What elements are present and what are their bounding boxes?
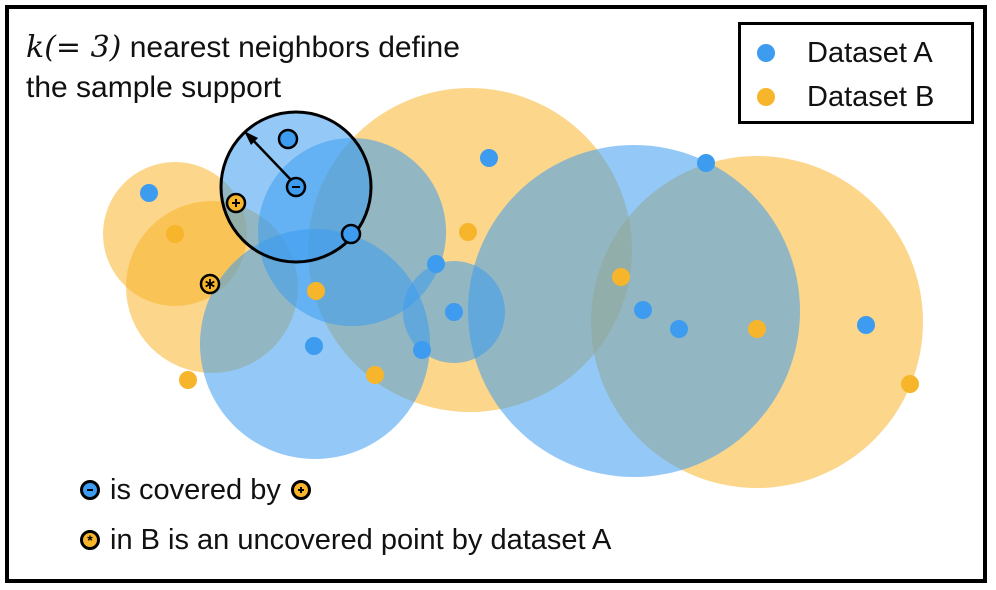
point-a <box>305 337 323 355</box>
point-a <box>140 184 158 202</box>
point-b <box>307 282 325 300</box>
point-a <box>697 154 715 172</box>
neighbor-point-a <box>340 223 362 245</box>
minus-marker-icon <box>80 480 100 500</box>
legend-item-dataset-b: Dataset B <box>741 77 971 117</box>
legend: Dataset A Dataset B <box>738 22 974 124</box>
point-b <box>366 366 384 384</box>
figure-frame <box>5 5 987 583</box>
point-a <box>445 303 463 321</box>
radius-arrowhead <box>244 131 258 145</box>
point-b <box>612 268 630 286</box>
plus-marker-icon <box>290 480 311 500</box>
point-a <box>427 255 445 273</box>
point-b <box>901 375 919 393</box>
point-a <box>634 301 652 319</box>
point-a <box>670 320 688 338</box>
support-circle-a <box>468 145 800 477</box>
title-math-k: k <box>26 30 45 65</box>
star-marker-icon: * <box>80 530 100 550</box>
point-b <box>748 320 766 338</box>
legend-item-dataset-a: Dataset A <box>741 33 971 73</box>
covering-point-b <box>225 192 247 214</box>
point-a <box>857 316 875 334</box>
legend-label-b: Dataset B <box>807 81 935 113</box>
title-line-1-text: nearest neighbors define <box>121 31 460 64</box>
point-b <box>166 225 184 243</box>
uncovered-point-b <box>199 273 221 295</box>
legend-dot-b <box>757 88 775 106</box>
note-uncovered: * in B is an uncovered point by dataset … <box>80 522 611 558</box>
title-line-1: k(= 3) nearest neighbors define <box>26 28 460 68</box>
note-covered: is covered by <box>80 472 311 508</box>
neighbor-point-a <box>277 128 299 150</box>
radius-arrow <box>250 137 294 183</box>
legend-label-a: Dataset A <box>807 37 933 69</box>
point-b <box>459 223 477 241</box>
point-b <box>179 371 197 389</box>
title-line-2: the sample support <box>26 71 282 104</box>
covered-center-point <box>285 176 307 198</box>
legend-dot-a <box>757 44 775 62</box>
note-uncovered-text: in B is an uncovered point by dataset A <box>110 524 612 556</box>
point-a <box>480 149 498 167</box>
note-covered-text: is covered by <box>110 474 281 506</box>
point-a <box>413 341 431 359</box>
diagram-title: k(= 3) nearest neighbors define the samp… <box>26 28 460 108</box>
title-math-paren: (= 3) <box>44 30 122 65</box>
